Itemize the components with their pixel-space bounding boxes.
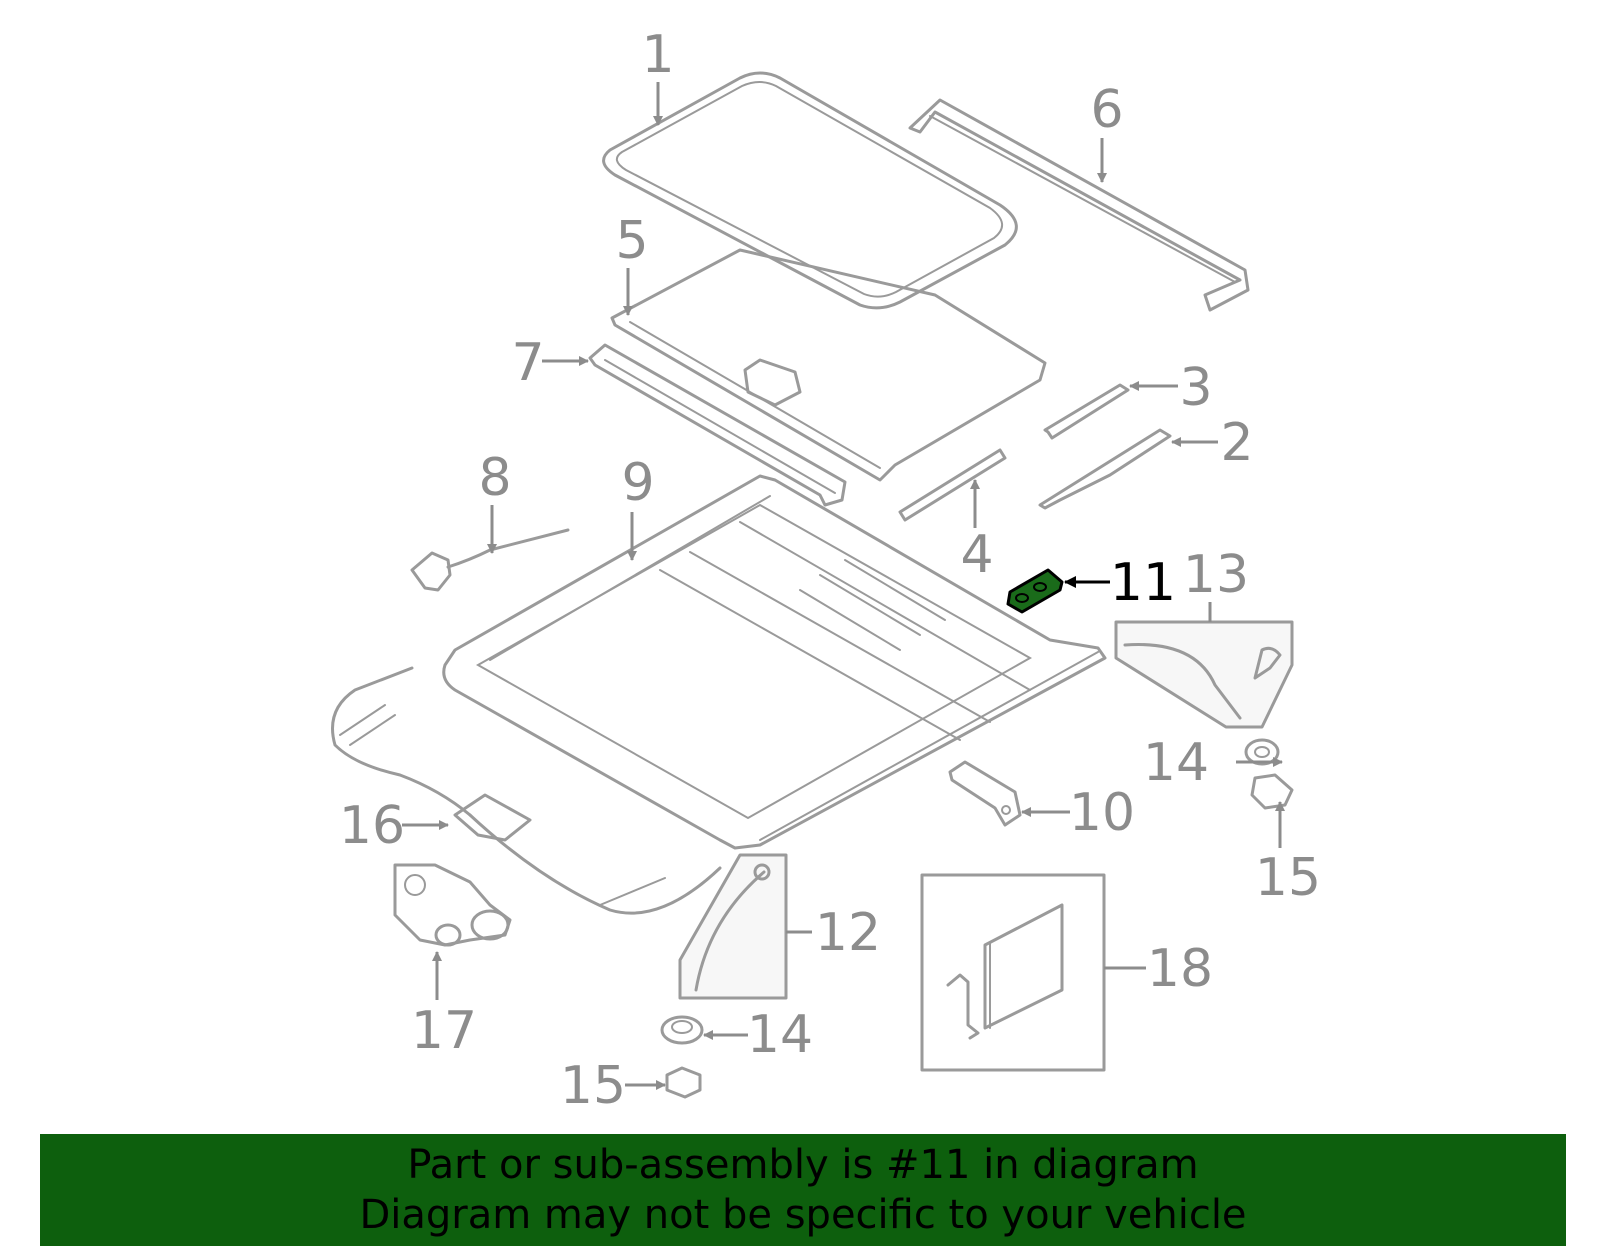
callout-7: 7 <box>511 333 544 393</box>
part-15-nut-right <box>1250 773 1294 810</box>
callout-10: 10 <box>1069 783 1135 843</box>
callout-1: 1 <box>641 25 674 85</box>
part-11-highlighted <box>1006 568 1064 614</box>
callout-13: 13 <box>1183 545 1249 605</box>
part-6-rear-rail <box>908 98 1250 312</box>
part-15-nut-left <box>665 1066 702 1099</box>
callout-3: 3 <box>1179 358 1212 418</box>
part-5-sunshade <box>610 248 1047 482</box>
callout-2: 2 <box>1220 413 1253 473</box>
part-13-panel <box>1114 620 1294 729</box>
part-4-seal-strip <box>898 448 1007 522</box>
part-17-motor <box>393 863 512 947</box>
callout-14-left: 14 <box>747 1005 813 1065</box>
callout-14-right: 14 <box>1143 733 1209 793</box>
callout-18: 18 <box>1147 939 1213 999</box>
info-banner: Part or sub-assembly is #11 in diagram D… <box>40 1134 1566 1246</box>
callout-9: 9 <box>621 453 654 513</box>
callout-15-right: 15 <box>1255 848 1321 908</box>
part-12-panel <box>678 853 788 1000</box>
part-10-bracket <box>948 760 1022 827</box>
callout-17: 17 <box>411 1001 477 1061</box>
banner-line-1: Part or sub-assembly is #11 in diagram <box>407 1142 1199 1188</box>
callout-4: 4 <box>960 525 993 585</box>
callout-12: 12 <box>815 903 881 963</box>
part-1-glass-panel <box>602 71 1018 310</box>
part-9-frame <box>442 474 1107 850</box>
part-8-drain-hose <box>410 528 570 592</box>
leader-lines <box>402 82 1285 1090</box>
callout-16: 16 <box>339 796 405 856</box>
part-2-guide-rail <box>1038 428 1172 510</box>
callout-5: 5 <box>615 211 648 271</box>
part-16-drive-cable <box>331 666 722 915</box>
callout-6: 6 <box>1090 80 1123 140</box>
callout-11: 11 <box>1110 553 1176 613</box>
callout-15-left: 15 <box>560 1056 626 1116</box>
part-14-grommet-right <box>1244 738 1280 766</box>
banner-line-2: Diagram may not be specific to your vehi… <box>359 1192 1247 1238</box>
part-3-guide <box>1043 383 1130 440</box>
part-14-grommet-left <box>660 1015 704 1045</box>
part-18-kit <box>920 873 1106 1072</box>
callout-8: 8 <box>478 448 511 508</box>
part-7-wind-deflector <box>588 343 847 507</box>
